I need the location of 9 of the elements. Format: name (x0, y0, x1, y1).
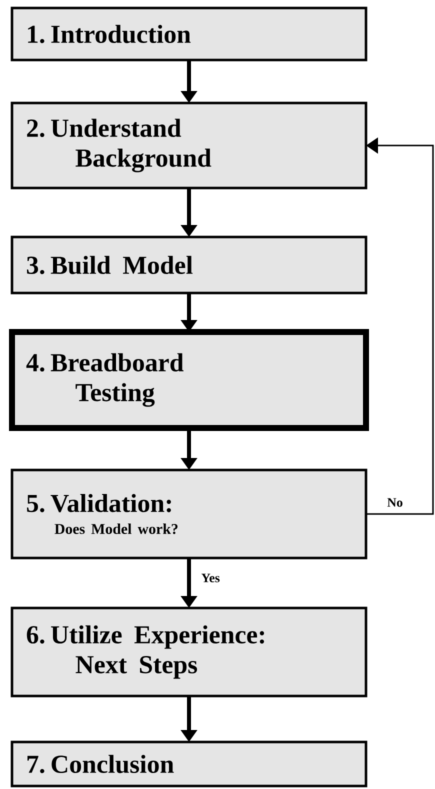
edge-label: Yes (200, 572, 221, 584)
process-box: 5. Validation: Does Model work? (10, 468, 368, 560)
process-box: 7. Conclusion (10, 740, 368, 788)
process-box: 6. Utilize Experience: Next Steps (10, 606, 368, 698)
process-box: 1. Introduction (10, 6, 368, 62)
process-box: 2. Understand Background (10, 102, 368, 190)
process-box: 4. Breadboard Testing (9, 329, 369, 431)
edge-label: No (386, 497, 404, 508)
process-box: 3. Build Model (10, 236, 368, 294)
